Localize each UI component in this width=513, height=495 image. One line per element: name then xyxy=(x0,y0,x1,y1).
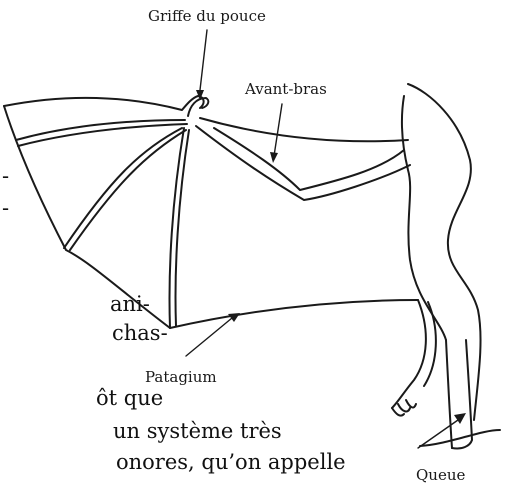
text-fragment-4: chas- xyxy=(112,323,168,344)
label-forearm: Avant-bras xyxy=(245,82,327,97)
patagium-trailing-edge xyxy=(170,300,418,328)
arrowhead-forearm xyxy=(270,152,278,163)
text-fragment-3: ani- xyxy=(110,294,150,315)
arrow-thumb-claw xyxy=(200,30,207,90)
wing-finger-1b xyxy=(18,124,187,146)
label-thumb-claw: Griffe du pouce xyxy=(148,9,266,24)
wing-finger-2 xyxy=(64,128,182,248)
body-outline-inner xyxy=(402,96,446,340)
label-patagium: Patagium xyxy=(145,370,217,385)
wing-finger-3 xyxy=(170,128,184,328)
arrow-forearm xyxy=(274,104,282,156)
tail-membrane xyxy=(446,340,452,448)
text-fragment-6: un système très xyxy=(113,421,282,442)
wing-finger-2b xyxy=(70,130,186,250)
hind-leg xyxy=(392,300,426,408)
text-fragment-2: - xyxy=(2,198,9,219)
text-fragment-7: onores, qu’on appelle xyxy=(116,452,346,473)
tail xyxy=(452,340,472,449)
wing-finger-3b xyxy=(176,130,189,326)
wing-leading-edge xyxy=(4,96,204,110)
label-tail: Queue xyxy=(416,468,465,483)
text-fragment-1: - xyxy=(2,166,9,187)
text-fragment-5: ôt que xyxy=(96,388,163,409)
